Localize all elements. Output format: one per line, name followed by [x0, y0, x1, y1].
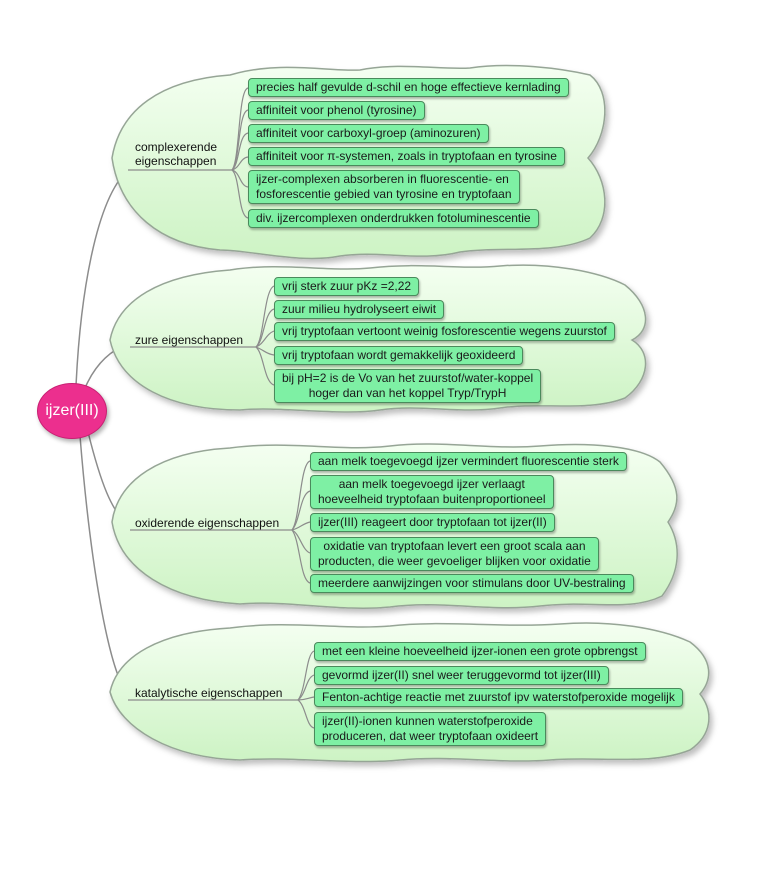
- item-connector: [255, 346, 275, 356]
- connector-katalytische: [79, 435, 129, 696]
- leaf-affiniteit-carboxyl[interactable]: affiniteit voor carboxyl-groep (aminozur…: [248, 124, 489, 143]
- leaf-grote-opbrengst[interactable]: met een kleine hoeveelheid ijzer-ionen e…: [314, 642, 646, 661]
- branch-label-complexerende[interactable]: complexerende eigenschappen: [135, 140, 217, 168]
- item-connector: [297, 699, 315, 729]
- leaf-ph2-koppel[interactable]: bij pH=2 is de Vo van het zuurstof/water…: [274, 369, 542, 403]
- leaf-ijzer-complexen-absorberen[interactable]: ijzer-complexen absorberen in fluorescen…: [248, 170, 520, 204]
- leaf-melk-fluorescentie[interactable]: aan melk toegevoegd ijzer vermindert flu…: [310, 452, 627, 471]
- leaf-pkz[interactable]: vrij sterk zuur pKz =2,22: [274, 277, 420, 296]
- root-label: ijzer(III): [45, 402, 99, 419]
- leaf-line: fosforescentie gebied van tyrosine en tr…: [256, 187, 512, 201]
- leaf-fosforescentie-zuurstof[interactable]: vrij tryptofaan vertoont weinig fosfores…: [274, 322, 615, 341]
- leaf-zuur-milieu[interactable]: zuur milieu hydrolyseert eiwit: [274, 300, 445, 319]
- leaf-teruggevormd[interactable]: gevormd ijzer(II) snel weer teruggevormd…: [314, 666, 609, 685]
- leaf-affiniteit-pi-systemen[interactable]: affiniteit voor π-systemen, zoals in try…: [248, 147, 565, 166]
- item-connector: [231, 132, 249, 171]
- leaf-waterstofperoxide[interactable]: ijzer(II)-ionen kunnen waterstofperoxide…: [314, 712, 547, 746]
- item-connector: [297, 674, 315, 701]
- branch-label-katalytische[interactable]: katalytische eigenschappen: [135, 686, 283, 700]
- leaf-line: hoger dan van het koppel Tryp/TrypH: [308, 386, 507, 400]
- leaf-line: hoeveelheid tryptofaan buitenproportione…: [318, 492, 546, 506]
- branch-label-line: eigenschappen: [135, 154, 217, 168]
- leaf-half-gevulde-d-schil[interactable]: precies half gevulde d-schil en hoge eff…: [248, 78, 569, 97]
- item-connector: [231, 169, 249, 188]
- item-connector: [291, 529, 311, 554]
- leaf-melk-tryptofaan[interactable]: aan melk toegevoegd ijzer verlaagt hoeve…: [310, 475, 554, 509]
- leaf-fotoluminescentie[interactable]: div. ijzercomplexen onderdrukken fotolum…: [248, 209, 539, 228]
- leaf-fenton-reactie[interactable]: Fenton-achtige reactie met zuurstof ipv …: [314, 688, 683, 707]
- leaf-line: oxidatie van tryptofaan levert een groot…: [323, 539, 586, 553]
- leaf-ijzer-iii-reageert[interactable]: ijzer(III) reageert door tryptofaan tot …: [310, 513, 555, 532]
- connector-complexerende: [75, 169, 129, 387]
- leaf-line: bij pH=2 is de Vo van het zuurstof/water…: [282, 371, 534, 385]
- leaf-line: ijzer-complexen absorberen in fluorescen…: [256, 172, 509, 186]
- branch-label-zure[interactable]: zure eigenschappen: [135, 333, 244, 347]
- item-connector: [255, 346, 275, 386]
- leaf-line: aan melk toegevoegd ijzer verlaagt: [338, 477, 525, 491]
- item-connector: [297, 696, 315, 701]
- item-connector: [231, 156, 249, 171]
- branch-label-line: complexerende: [135, 140, 218, 154]
- leaf-line: producten, die weer gevoeliger blijken v…: [318, 554, 591, 568]
- leaf-oxidatie-tryptofaan[interactable]: oxidatie van tryptofaan levert een groot…: [310, 537, 599, 571]
- leaf-uv-bestraling[interactable]: meerdere aanwijzingen voor stimulans doo…: [310, 574, 634, 593]
- item-connector: [291, 529, 311, 584]
- item-connector: [291, 521, 311, 531]
- item-connector: [231, 169, 249, 219]
- leaf-line: ijzer(II)-ionen kunnen waterstofperoxide: [322, 714, 533, 728]
- leaf-affiniteit-phenol[interactable]: affiniteit voor phenol (tyrosine): [248, 101, 425, 120]
- leaf-geoxideerd[interactable]: vrij tryptofaan wordt gemakkelijk geoxid…: [274, 346, 524, 365]
- item-connector: [297, 650, 315, 701]
- item-connectors: [231, 87, 315, 729]
- root-node[interactable]: ijzer(III): [37, 383, 107, 439]
- branch-underlines: [128, 169, 298, 701]
- branch-label-oxiderende[interactable]: oxiderende eigenschappen: [135, 516, 280, 530]
- item-connector: [255, 308, 275, 348]
- item-connector: [291, 490, 311, 531]
- item-connector: [255, 330, 275, 348]
- leaf-line: produceren, dat weer tryptofaan oxideert: [322, 729, 539, 743]
